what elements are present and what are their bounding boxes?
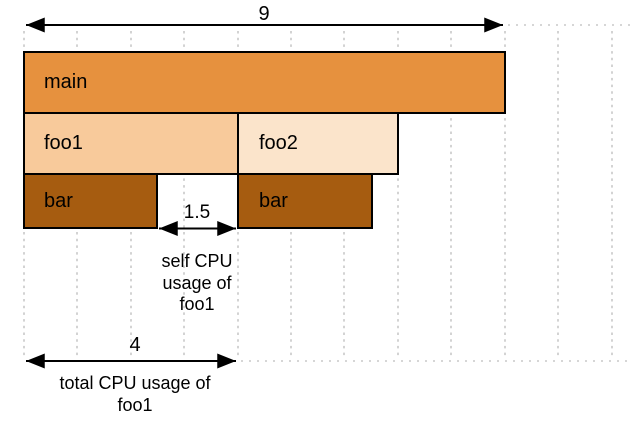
frame-bar-right: [237, 173, 373, 229]
frame-bar-left-label: bar: [44, 189, 73, 212]
total-cpu-value: 4: [129, 334, 141, 356]
frame-bar-right-label: bar: [259, 189, 288, 212]
frame-foo2-label: foo2: [259, 132, 298, 154]
frame-main-label: main: [44, 71, 88, 93]
self-cpu-value: 1.5: [183, 202, 211, 223]
total-width-value: 9: [258, 3, 270, 25]
frame-foo1: [23, 112, 239, 175]
measurement-arrows: [26, 17, 503, 369]
frame-foo1-label: foo1: [44, 132, 83, 154]
frame-foo2: [237, 112, 399, 175]
frames: [23, 51, 506, 229]
total-cpu-caption: total CPU usage of foo1: [59, 373, 211, 415]
self-cpu-caption: self CPU usage of foo1: [161, 251, 233, 314]
frame-main: [23, 51, 506, 114]
baseline-extensions: [241, 24, 631, 362]
frame-bar-left: [23, 173, 158, 229]
